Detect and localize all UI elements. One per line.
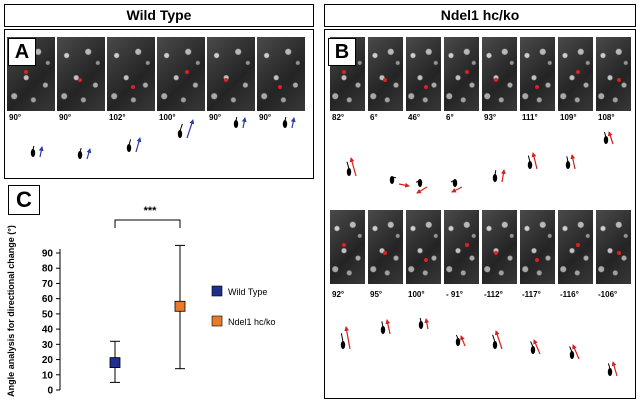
panel-b-top-image [596, 37, 631, 111]
panel-b-top-image [444, 37, 479, 111]
y-tick-label: 0 [47, 386, 53, 397]
panel-b-bottom-angle-label: -112° [484, 290, 503, 299]
significance-marker: *** [144, 205, 158, 217]
panel-b-top-angle-label: 6° [370, 113, 378, 122]
panel-b-bottom-image [368, 210, 403, 284]
y-tick-label: 20 [42, 355, 54, 366]
legend-label: Wild Type [228, 287, 267, 297]
panel-b-top-angle-label: 108° [598, 113, 615, 122]
tracked-cell-marker [616, 77, 621, 82]
panel-a-image [57, 37, 105, 111]
tracked-cell-marker [575, 70, 580, 75]
tracked-cell-marker [464, 70, 469, 75]
panel-b-top-angle-label: 6° [446, 113, 454, 122]
panel-b-bottom-angle-label: 100° [408, 290, 425, 299]
panel-a-image [157, 37, 205, 111]
panel-a-angle-label: 90° [59, 113, 72, 122]
tracked-cell-marker [131, 85, 136, 90]
tracked-cell-marker [494, 77, 499, 82]
panel-b-bottom-image [444, 210, 479, 284]
panel-b-bottom-image [596, 210, 631, 284]
y-tick-label: 40 [42, 325, 54, 336]
panel-b-bottom-angle-label: -117° [522, 290, 541, 299]
panel-a-angle-label: 90° [9, 113, 22, 122]
legend-swatch [211, 315, 223, 327]
panel-b-bottom-image [558, 210, 593, 284]
significance-bracket [114, 219, 181, 228]
panel-b-top-angle-label: 82° [332, 113, 345, 122]
panel-b-top-image [482, 37, 517, 111]
legend-label: Ndel1 hc/ko [228, 317, 276, 327]
tracked-cell-marker [575, 243, 580, 248]
y-tick-label: 70 [42, 279, 54, 290]
panel-b-bottom-angle-label: -106° [598, 290, 618, 299]
ndel1-header: Ndel1 hc/ko [324, 4, 636, 27]
mean-marker [174, 300, 186, 312]
panel-b-letter: B [328, 38, 356, 66]
panel-a-angle-label: 90° [209, 113, 222, 122]
angle-chart: Angle analysis for directional change (°… [6, 205, 276, 397]
y-tick-label: 90 [42, 249, 54, 260]
panel-a-angle-label: 102° [109, 113, 126, 122]
panel-b-top-angle-label: 111° [522, 113, 538, 122]
panel-b-top-image [406, 37, 441, 111]
mean-marker [109, 357, 121, 369]
tracked-cell-marker [535, 85, 540, 90]
panel-b-top-image [558, 37, 593, 111]
tracked-cell-marker [383, 250, 388, 255]
panel-b-bottom-angle-label: 95° [370, 290, 383, 299]
panel-b-bottom-image [406, 210, 441, 284]
tracked-cell-marker [277, 85, 282, 90]
legend-swatch [211, 285, 223, 297]
tracked-cell-marker [423, 85, 428, 90]
panel-b-bottom-angle-label: -116° [560, 290, 579, 299]
panel-a-image [207, 37, 255, 111]
tracked-cell-marker [464, 243, 469, 248]
panel-b-bottom-image [520, 210, 555, 284]
tracked-cell-marker [23, 70, 28, 75]
wild-type-header: Wild Type [4, 4, 314, 27]
tracked-cell-marker [223, 77, 228, 82]
panel-a-image [107, 37, 155, 111]
panel-c-letter: C [8, 185, 40, 215]
panel-b-top-angle-label: 93° [484, 113, 497, 122]
y-tick-label: 30 [42, 340, 54, 351]
tracked-cell-marker [494, 250, 499, 255]
panel-b-bottom-image [482, 210, 517, 284]
y-tick-label: 80 [42, 264, 54, 275]
panel-b-bottom-angle-label: - 91° [446, 290, 463, 299]
panel-b-top-image [520, 37, 555, 111]
y-tick-label: 60 [42, 294, 54, 305]
panel-b-top-image [368, 37, 403, 111]
panel-a-letter: A [8, 38, 36, 66]
tracked-cell-marker [342, 70, 347, 75]
tracked-cell-marker [342, 243, 347, 248]
panel-b-top-angle-label: 46° [408, 113, 421, 122]
tracked-cell-marker [185, 70, 190, 75]
y-tick-label: 10 [42, 370, 54, 381]
y-tick-label: 50 [42, 309, 54, 320]
panel-a-angle-label: 100° [159, 113, 176, 122]
panel-b-top-angle-label: 109° [560, 113, 577, 122]
tracked-cell-marker [383, 77, 388, 82]
tracked-cell-marker [423, 258, 428, 263]
chart-y-axis-label: Angle analysis for directional change (°… [6, 225, 16, 397]
panel-b-bottom-image [330, 210, 365, 284]
panel-b-bottom-angle-label: 92° [332, 290, 345, 299]
tracked-cell-marker [77, 77, 82, 82]
panel-a-angle-label: 90° [259, 113, 272, 122]
panel-a-image [257, 37, 305, 111]
tracked-cell-marker [616, 250, 621, 255]
tracked-cell-marker [535, 258, 540, 263]
